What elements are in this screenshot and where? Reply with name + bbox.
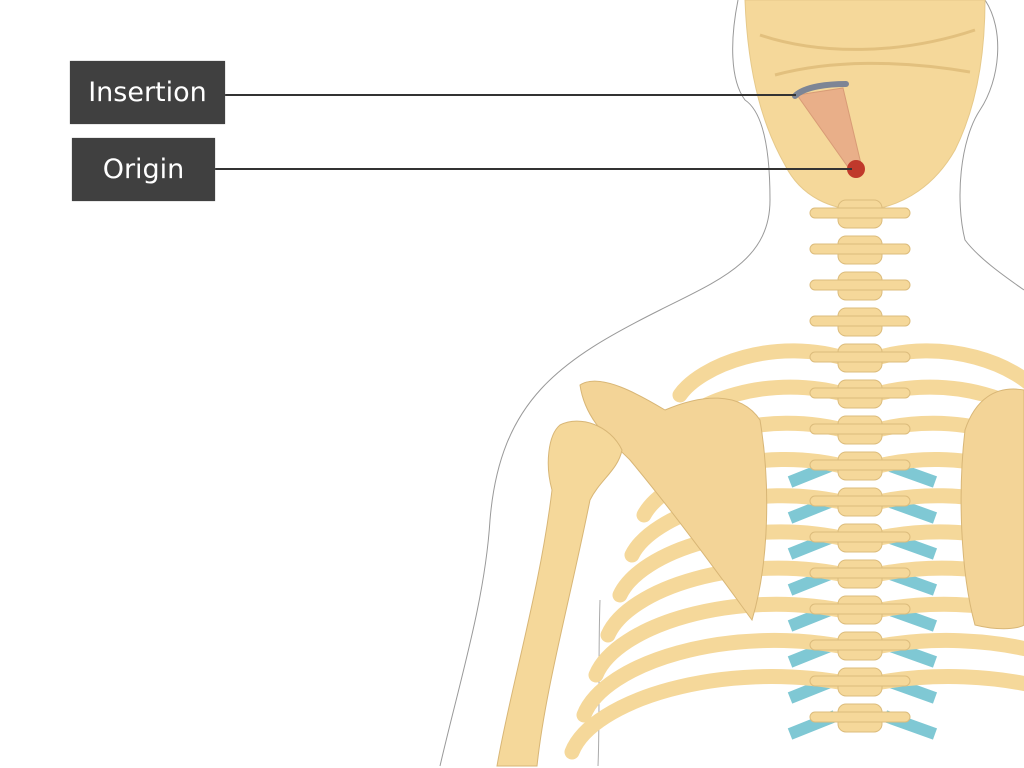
rib-left (588, 596, 858, 683)
body-outline-right (959, 0, 1024, 291)
transverse-process (809, 387, 911, 399)
transverse-process (809, 243, 911, 255)
rib-right (862, 560, 1024, 587)
skull-ridge (759, 28, 976, 51)
transverse-process (809, 531, 911, 543)
vertebral-column (809, 199, 911, 733)
left-humerus (496, 420, 623, 767)
insertion-marker (792, 81, 849, 99)
transverse-process (809, 351, 911, 363)
transverse-process (809, 423, 911, 435)
origin-label-text: Origin (102, 154, 185, 185)
rib-right (862, 632, 1024, 657)
skull-ridge-lower (774, 61, 971, 77)
transverse-process (809, 711, 911, 723)
rib-left (576, 632, 858, 723)
right-scapula (960, 388, 1024, 630)
rib-right (862, 596, 1024, 622)
transverse-process (809, 495, 911, 507)
transverse-process (809, 675, 911, 687)
rib-left (564, 669, 858, 760)
insertion-label-text: Insertion (88, 77, 207, 108)
transverse-process (809, 603, 911, 615)
left-scapula (579, 380, 768, 622)
insertion-label: Insertion (70, 61, 225, 124)
body-outline (439, 0, 771, 767)
transverse-process (809, 567, 911, 579)
origin-marker (847, 160, 865, 178)
transverse-process (809, 279, 911, 291)
transverse-process (809, 315, 911, 327)
skull (744, 0, 986, 211)
origin-label: Origin (72, 138, 215, 201)
transverse-process (809, 459, 911, 471)
rib-left (600, 560, 858, 643)
rib-right (862, 669, 1024, 692)
transverse-process (809, 207, 911, 219)
transverse-process (809, 639, 911, 651)
